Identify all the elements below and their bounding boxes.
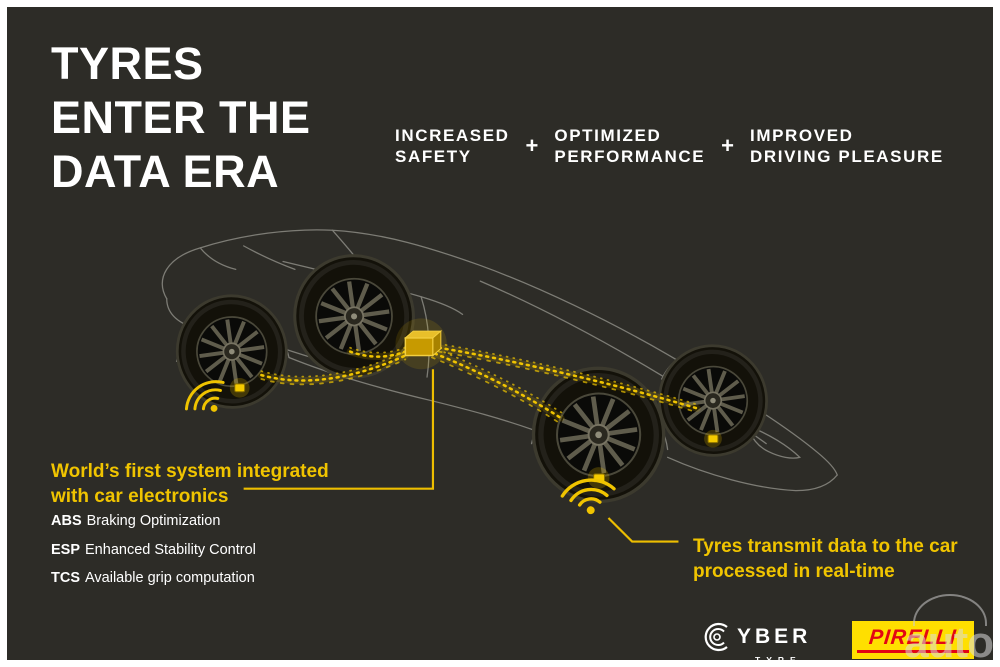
benefits-row: INCREASED SAFETY + OPTIMIZED PERFORMANCE… bbox=[395, 125, 944, 168]
pirelli-wordmark: PIRELLI bbox=[868, 625, 958, 649]
cyber-tyre-text: TYRE bbox=[755, 655, 802, 660]
pirelli-logo: PIRELLI bbox=[852, 621, 974, 659]
plus-separator: + bbox=[721, 133, 735, 159]
infographic-canvas: TYRES ENTER THE DATA ERA INCREASED SAFET… bbox=[7, 7, 993, 660]
control-unit-icon bbox=[395, 318, 447, 370]
title-line-1: TYRES bbox=[51, 38, 204, 89]
tyre-sensor-icons bbox=[229, 378, 722, 489]
pirelli-underline bbox=[856, 649, 970, 654]
benefit-increased-safety: INCREASED SAFETY bbox=[395, 126, 510, 167]
data-streams bbox=[257, 342, 701, 423]
car-illustration bbox=[161, 229, 838, 543]
cyber-logo-text: YBER bbox=[737, 625, 812, 648]
benefit-optimized-performance: OPTIMIZED PERFORMANCE bbox=[554, 126, 706, 167]
callout-line-left bbox=[243, 369, 435, 490]
tyre-rear-near bbox=[170, 289, 294, 415]
title-line-2: ENTER THE bbox=[51, 92, 311, 143]
cyber-tyre-logo: YBER TYRE bbox=[701, 621, 822, 660]
benefit-improved-driving-pleasure: IMPROVED DRIVING PLEASURE bbox=[750, 126, 944, 167]
logo-divider-line bbox=[807, 659, 822, 660]
callout-line-right bbox=[607, 517, 679, 543]
cyber-c-icon bbox=[704, 622, 728, 652]
callout-left-text: World’s first system integrated with car… bbox=[51, 461, 329, 507]
title-line-3: DATA ERA bbox=[51, 146, 280, 197]
page-title: TYRES ENTER THE DATA ERA bbox=[51, 37, 311, 199]
callout-right-text: Tyres transmit data to the car processed… bbox=[693, 536, 958, 582]
plus-separator: + bbox=[525, 133, 539, 159]
logo-divider-line bbox=[735, 659, 749, 660]
